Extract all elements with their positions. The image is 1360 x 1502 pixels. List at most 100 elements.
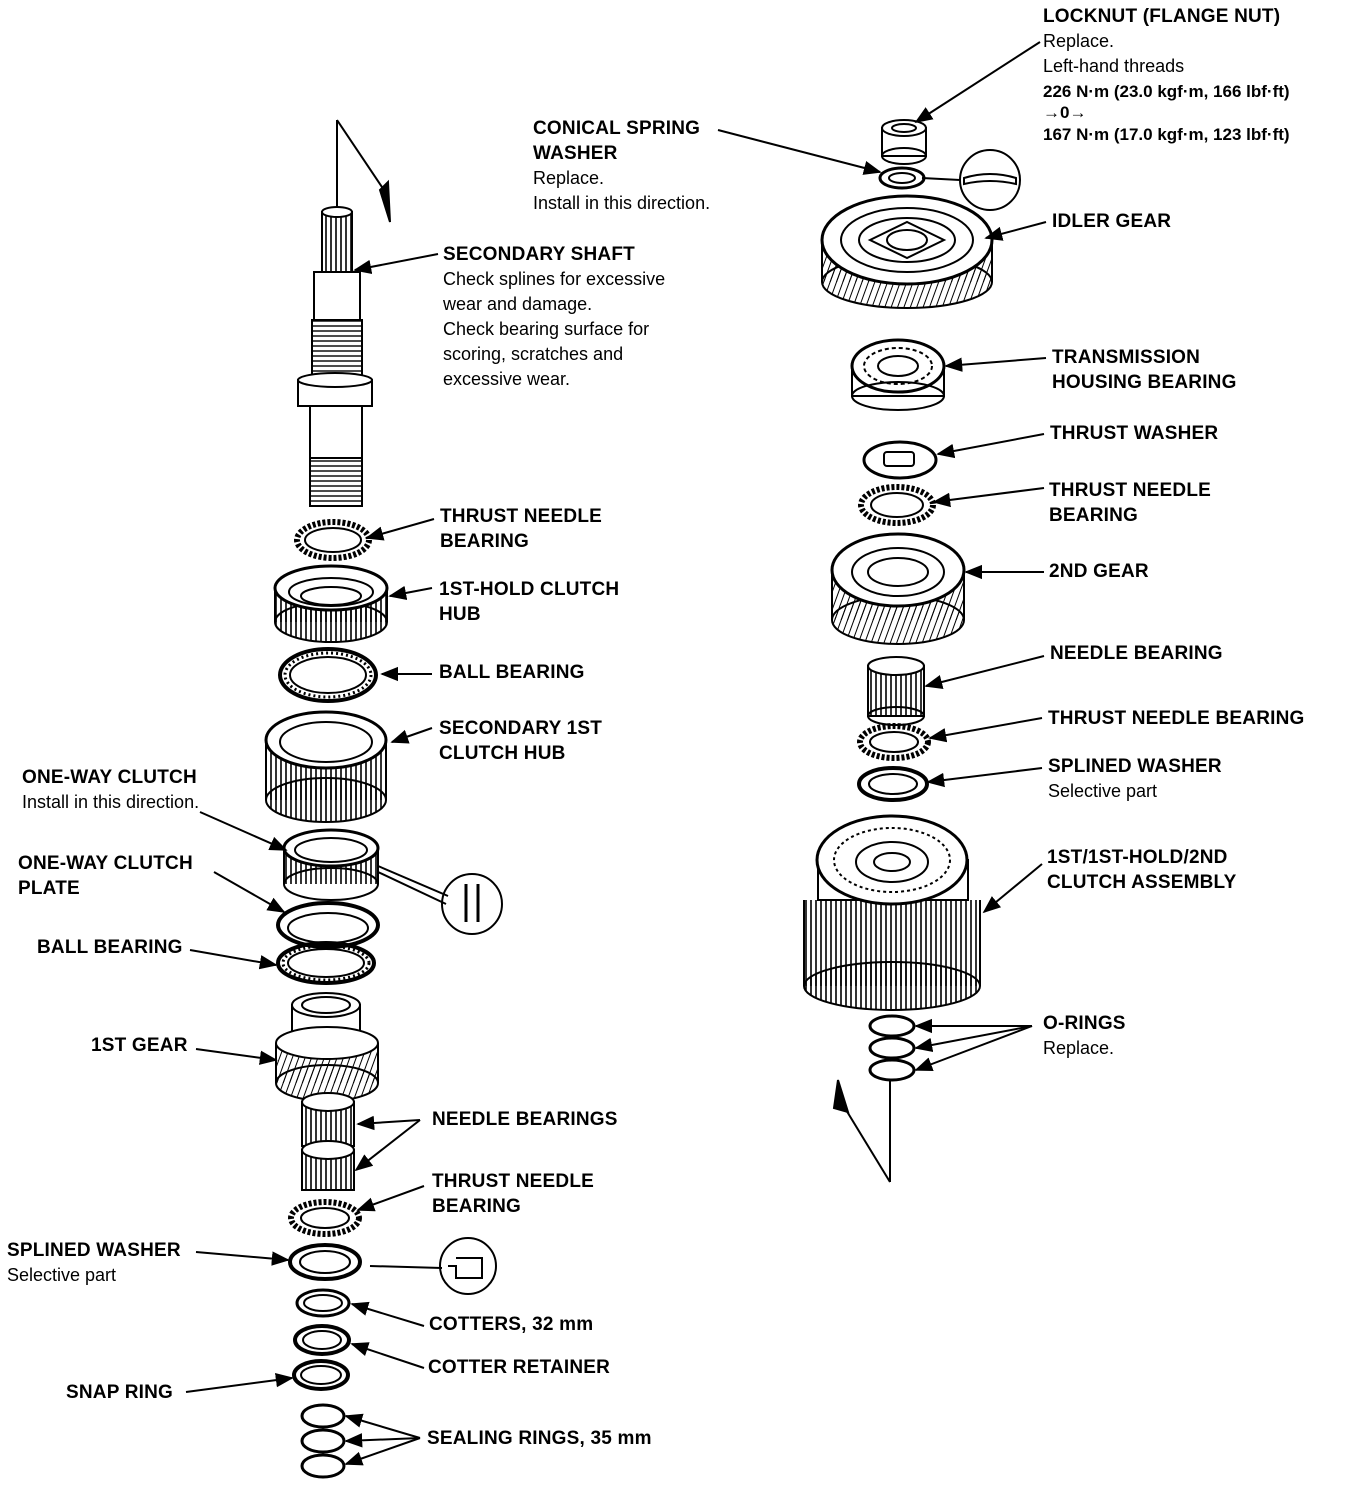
label-note: Selective part bbox=[1048, 781, 1158, 801]
label-title: SECONDARY 1ST bbox=[439, 718, 603, 739]
label-title: THRUST NEEDLE bbox=[1049, 480, 1211, 501]
label-title: 2ND GEAR bbox=[1049, 561, 1149, 582]
label-note: Install in this direction. bbox=[22, 792, 200, 812]
conical-washer-detail-icon bbox=[921, 149, 1021, 211]
label-note: Install in this direction. bbox=[533, 193, 711, 213]
label-thrust-washer: THRUST WASHER bbox=[1050, 421, 1218, 446]
cotter-retainer bbox=[293, 1324, 351, 1356]
label-transmission-housing-bearing: TRANSMISSION HOUSING BEARING bbox=[1052, 345, 1237, 395]
label-second-gear: 2ND GEAR bbox=[1049, 559, 1149, 584]
label-torque: 226 N·m (23.0 kgf·m, 166 lbf·ft) bbox=[1043, 82, 1290, 101]
label-splined-washer-left: SPLINED WASHER Selective part bbox=[7, 1238, 181, 1288]
label-note: Check splines for excessive bbox=[443, 269, 666, 289]
label-note: wear and damage. bbox=[443, 294, 593, 314]
label-idler-gear: IDLER GEAR bbox=[1052, 209, 1171, 234]
label-title: SEALING RINGS, 35 mm bbox=[427, 1428, 652, 1449]
label-title: COTTER RETAINER bbox=[428, 1357, 611, 1378]
label-o-rings: O-RINGS Replace. bbox=[1043, 1011, 1126, 1061]
label-title: THRUST WASHER bbox=[1050, 423, 1219, 444]
label-note: Left-hand threads bbox=[1043, 56, 1185, 76]
label-note: excessive wear. bbox=[443, 369, 571, 389]
one-way-clutch-plate bbox=[276, 901, 380, 949]
label-title: SNAP RING bbox=[66, 1382, 174, 1403]
label-title: TRANSMISSION bbox=[1052, 347, 1201, 368]
label-title: BEARING bbox=[440, 531, 530, 552]
secondary-shaft-axis bbox=[336, 119, 391, 223]
label-title: CLUTCH HUB bbox=[439, 743, 566, 764]
ball-bearing-lower bbox=[276, 941, 376, 985]
second-gear bbox=[830, 532, 966, 645]
label-title: IDLER GEAR bbox=[1052, 211, 1172, 232]
label-title: CLUTCH ASSEMBLY bbox=[1047, 872, 1237, 893]
label-title: ONE-WAY CLUTCH bbox=[22, 767, 197, 788]
label-sealing-rings: SEALING RINGS, 35 mm bbox=[427, 1426, 652, 1451]
label-title: 1ST-HOLD CLUTCH bbox=[439, 579, 620, 600]
label-title: SPLINED WASHER bbox=[1048, 756, 1222, 777]
thrust-needle-bearing-right-lower bbox=[857, 723, 931, 761]
label-title: O-RINGS bbox=[1043, 1013, 1126, 1034]
label-torque-arrow: →0→ bbox=[1043, 103, 1087, 122]
label-title: SPLINED WASHER bbox=[7, 1240, 181, 1261]
cotters bbox=[295, 1288, 351, 1318]
splined-washer-left bbox=[288, 1243, 362, 1281]
splined-washer-detail-icon bbox=[369, 1237, 497, 1295]
label-thrust-needle-bearing-left-lower: THRUST NEEDLE BEARING bbox=[432, 1169, 594, 1219]
o-rings bbox=[868, 1014, 916, 1082]
label-one-way-clutch: ONE-WAY CLUTCH Install in this direction… bbox=[22, 765, 199, 815]
snap-ring bbox=[292, 1359, 350, 1391]
label-title: 1ST GEAR bbox=[91, 1035, 188, 1056]
one-way-clutch bbox=[282, 828, 380, 901]
label-title: THRUST NEEDLE bbox=[440, 506, 602, 527]
label-clutch-assembly: 1ST/1ST-HOLD/2ND CLUTCH ASSEMBLY bbox=[1047, 845, 1237, 895]
label-title: HOUSING BEARING bbox=[1052, 372, 1237, 393]
thrust-washer bbox=[862, 440, 938, 480]
label-title: ONE-WAY CLUTCH bbox=[18, 853, 193, 874]
label-thrust-needle-bearing-left-upper: THRUST NEEDLE BEARING bbox=[440, 504, 602, 554]
label-title: WASHER bbox=[533, 143, 618, 164]
sealing-rings bbox=[300, 1403, 346, 1479]
label-title: LOCKNUT (FLANGE NUT) bbox=[1043, 6, 1281, 27]
label-locknut: LOCKNUT (FLANGE NUT) Replace. Left-hand … bbox=[1043, 4, 1290, 147]
label-snap-ring: SNAP RING bbox=[66, 1380, 173, 1405]
label-note: Selective part bbox=[7, 1265, 117, 1285]
secondary-1st-clutch-hub bbox=[264, 710, 388, 823]
thrust-needle-bearing-lower bbox=[288, 1199, 362, 1237]
hold-clutch-hub bbox=[273, 564, 389, 643]
label-title: SECONDARY SHAFT bbox=[443, 244, 635, 265]
clutch-shaft-axis bbox=[832, 1079, 891, 1183]
label-needle-bearing-right: NEEDLE BEARING bbox=[1050, 641, 1223, 666]
label-title: BALL BEARING bbox=[37, 937, 183, 958]
label-first-gear: 1ST GEAR bbox=[91, 1033, 188, 1058]
label-secondary-shaft: SECONDARY SHAFT Check splines for excess… bbox=[443, 242, 665, 392]
label-title: BEARING bbox=[432, 1196, 522, 1217]
label-splined-washer-right: SPLINED WASHER Selective part bbox=[1048, 754, 1222, 804]
label-torque: 167 N·m (17.0 kgf·m, 123 lbf·ft) bbox=[1043, 125, 1290, 144]
label-title: BALL BEARING bbox=[439, 662, 585, 683]
label-cotter-retainer: COTTER RETAINER bbox=[428, 1355, 610, 1380]
label-ball-bearing-upper: BALL BEARING bbox=[439, 660, 585, 685]
label-title: THRUST NEEDLE BEARING bbox=[1048, 708, 1305, 729]
secondary-shaft bbox=[297, 206, 373, 507]
first-gear bbox=[275, 992, 379, 1102]
label-one-way-clutch-plate: ONE-WAY CLUTCH PLATE bbox=[18, 851, 193, 901]
thrust-needle-bearing-upper bbox=[294, 519, 372, 561]
label-note: Replace. bbox=[1043, 1038, 1115, 1058]
label-thrust-needle-bearing-right-lower: THRUST NEEDLE BEARING bbox=[1048, 706, 1305, 731]
locknut bbox=[881, 119, 927, 165]
needle-bearings bbox=[301, 1092, 355, 1191]
label-note: scoring, scratches and bbox=[443, 344, 624, 364]
label-note: Replace. bbox=[533, 168, 605, 188]
label-title: BEARING bbox=[1049, 505, 1139, 526]
label-title: NEEDLE BEARINGS bbox=[432, 1109, 618, 1130]
leader-lines-right bbox=[717, 41, 1047, 1071]
label-ball-bearing-lower: BALL BEARING bbox=[37, 935, 183, 960]
one-way-clutch-detail-icon bbox=[377, 865, 503, 935]
ball-bearing-upper bbox=[278, 647, 378, 703]
needle-bearing-right bbox=[867, 656, 925, 726]
label-title: PLATE bbox=[18, 878, 80, 899]
label-needle-bearings: NEEDLE BEARINGS bbox=[432, 1107, 618, 1132]
conical-spring-washer bbox=[878, 166, 926, 190]
transmission-housing-bearing bbox=[850, 338, 946, 411]
idler-gear bbox=[820, 194, 994, 309]
